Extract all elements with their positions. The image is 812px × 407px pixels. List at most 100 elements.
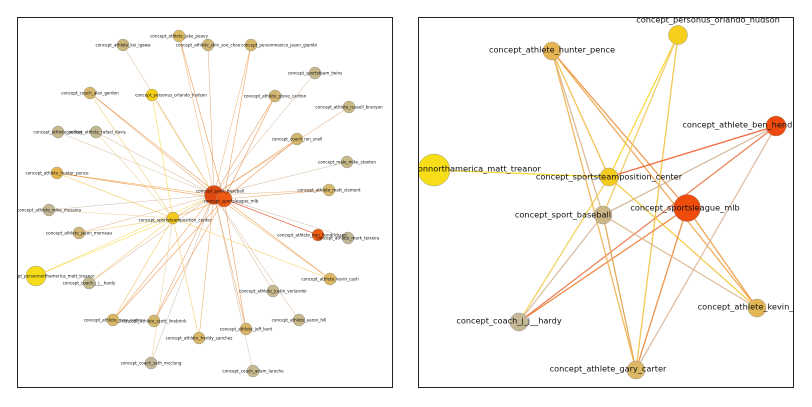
left-node-label-jason_morneau: concept_athlete_jason_morneau	[46, 231, 113, 236]
left-node-shin_soo_choo[interactable]	[201, 38, 215, 52]
left-edge-sportsleague_mlb-kevin_cash	[223, 198, 331, 280]
right-edge-orlando_hudson-sport_baseball	[602, 34, 679, 216]
left-node-seth_mcclung[interactable]	[144, 356, 158, 370]
right-edge-orlando_hudson-gary_carter	[635, 34, 679, 371]
left-edge-sport_baseball-shin_soo_choo	[207, 44, 215, 196]
left-node-label-freddy_sanchez: concept_athlete_freddy_sanchez	[166, 336, 233, 341]
right-node-label-gary_carter: concept_athlete_gary_carter	[550, 364, 667, 374]
left-node-athlete_pelfrey[interactable]	[51, 125, 65, 139]
left-node-gary_carter[interactable]	[106, 313, 120, 327]
left-node-label-aaron_hill: concept_athlete_aaron_hill	[272, 318, 327, 323]
left-node-jj_hardy[interactable]	[82, 276, 96, 290]
left-node-scott_linebrink[interactable]	[147, 314, 161, 328]
left-edge-sport_baseball-russell_branyan	[213, 106, 350, 196]
right-node-gary_carter[interactable]	[626, 360, 646, 380]
left-node-label-russell_branyan: concept_athlete_russell_branyan	[315, 105, 383, 110]
left-node-jake_peavy[interactable]	[172, 29, 186, 43]
right-edge-hunter_pence-sport_baseball	[551, 50, 604, 216]
left-node-orlando_hudson[interactable]	[145, 88, 159, 102]
left-graph-canvas: concept_sport_baseballconcept_sportsleag…	[18, 29, 383, 378]
left-edge-sportsleague_mlb-gary_carter	[112, 198, 225, 321]
left-node-jason_giambi[interactable]	[244, 38, 258, 52]
left-labels: concept_sport_baseballconcept_sportsleag…	[18, 34, 383, 374]
left-edge-sportsteamposition_center-jason_morneau	[78, 217, 174, 234]
right-edge-hunter_pence-sportsleague_mlb	[551, 50, 688, 209]
left-node-hunter_pence[interactable]	[50, 166, 64, 180]
right-node-sport_baseball[interactable]	[593, 205, 613, 225]
right-node-sportsleague_mlb[interactable]	[673, 194, 701, 222]
left-edge-sport_baseball-alex_gordon	[89, 92, 215, 196]
left-edge-sport_baseball-mark_teixeira	[213, 194, 349, 239]
left-node-matt_clement[interactable]	[322, 183, 336, 197]
left-node-sportsteam_twins[interactable]	[308, 66, 322, 80]
left-node-kevin_cash[interactable]	[323, 272, 337, 286]
right-node-label-sportsteamposition_center: concept_sportsteamposition_center	[536, 172, 683, 182]
left-edge-sport_baseball-matt_treanor	[35, 194, 215, 277]
left-node-label-gary_carter: concept_athlete_gary_carter	[84, 318, 143, 323]
left-edge-sportsteamposition_center-mike_mussina	[48, 209, 174, 219]
left-node-mike_mussina[interactable]	[42, 203, 56, 217]
right-node-ben_hendrickson[interactable]	[765, 115, 787, 137]
left-node-ron_snell[interactable]	[290, 132, 304, 146]
right-node-matt_treanor[interactable]	[419, 153, 451, 187]
right-edge-sportsteamposition_center-jj_hardy	[518, 176, 610, 323]
right-graph-canvas: concept_athlete_hunter_penceconcept_pers…	[419, 18, 793, 380]
left-edge-sportsteamposition_center-freddy_sanchez	[172, 217, 200, 339]
left-node-label-ron_snell: concept_coach_ron_snell	[272, 137, 323, 142]
left-node-ben_hendrickson[interactable]	[311, 228, 325, 242]
left-edge-sportsleague_mlb-jeff_kent	[223, 198, 247, 330]
left-node-steve_carlton[interactable]	[268, 89, 282, 103]
left-edge-sport_baseball-kevin_cash	[213, 194, 331, 280]
left-node-jeff_kent[interactable]	[239, 322, 253, 336]
right-edge-ben_hendrickson-sport_baseball	[602, 125, 777, 216]
right-node-jj_hardy[interactable]	[509, 312, 529, 332]
right-node-label-sportsleague_mlb: concept_sportsleague_mlb	[630, 203, 739, 213]
left-edge-sport_baseball-mike_stanton	[213, 161, 348, 196]
left-node-adam_laroche[interactable]	[246, 364, 260, 378]
left-edge-sportsleague_mlb-jason_giambi	[223, 44, 252, 200]
right-node-hunter_pence[interactable]	[542, 41, 562, 61]
right-edge-hunter_pence-sportsteamposition_center	[551, 50, 610, 178]
left-node-aaron_hill[interactable]	[292, 313, 306, 327]
right-edge-sport_baseball-kevin_cash	[602, 214, 758, 309]
left-edge-sportsleague_mlb-ron_snell	[223, 138, 298, 200]
left-node-label-mike_mussina: concept_athlete_mike_mussina	[18, 208, 81, 213]
right-edge-sportsleague_mlb-kevin_cash	[686, 207, 758, 309]
left-edge-sport_baseball-jake_peavy	[178, 35, 215, 196]
left-edge-sportsleague_mlb-ben_hendrickson	[223, 198, 319, 236]
left-node-label-scott_linebrink: concept_athlete_scott_linebrink	[122, 319, 187, 324]
right-node-orlando_hudson[interactable]	[668, 25, 688, 45]
right-edge-matt_treanor-sportsteamposition_center	[433, 169, 610, 178]
left-node-justin_verlander[interactable]	[266, 284, 280, 298]
left-node-sportsleague_mlb[interactable]	[215, 190, 233, 208]
left-node-russell_branyan[interactable]	[342, 100, 356, 114]
left-edge-sport_baseball-freddy_sanchez	[198, 194, 215, 339]
left-edge-sport_baseball-hunter_pence	[56, 172, 215, 196]
right-node-kevin_cash[interactable]	[747, 298, 767, 318]
right-edge-sport_baseball-jj_hardy	[518, 214, 604, 323]
left-node-label-sportsteam_twins: concept_sportsteam_twins	[288, 71, 343, 76]
left-edge-sport_baseball-rafael_davis	[95, 131, 215, 196]
left-edge-sport_baseball-jason_giambi	[213, 44, 252, 196]
left-node-matt_treanor[interactable]	[25, 265, 47, 287]
left-nodes	[25, 29, 356, 378]
right-node-label-hunter_pence: concept_athlete_hunter_pence	[489, 45, 615, 55]
left-node-label-adam_laroche: concept_coach_adam_laroche	[222, 369, 284, 374]
left-node-sportsteamposition_center[interactable]	[166, 211, 180, 225]
left-node-mike_stanton[interactable]	[340, 155, 354, 169]
right-edge-ben_hendrickson-jj_hardy	[518, 125, 777, 323]
left-edge-sport_baseball-jason_morneau	[78, 194, 215, 234]
left-node-kei_igawa[interactable]	[116, 38, 130, 52]
right-edge-sportsleague_mlb-gary_carter	[635, 207, 688, 371]
left-node-label-ben_hendrickson: concept_athlete_ben_hendrickson	[277, 233, 347, 238]
left-edge-sport_baseball-orlando_hudson	[151, 94, 215, 196]
right-node-sportsteamposition_center[interactable]	[599, 167, 619, 187]
left-node-rafael_davis[interactable]	[89, 125, 103, 139]
left-edge-sportsteamposition_center-hunter_pence	[56, 172, 174, 219]
left-edge-sportsleague_mlb-steve_carlton	[223, 95, 276, 200]
left-node-mark_teixeira[interactable]	[341, 231, 355, 245]
left-node-alex_gordon[interactable]	[83, 86, 97, 100]
left-node-jason_morneau[interactable]	[72, 226, 86, 240]
left-node-freddy_sanchez[interactable]	[192, 331, 206, 345]
